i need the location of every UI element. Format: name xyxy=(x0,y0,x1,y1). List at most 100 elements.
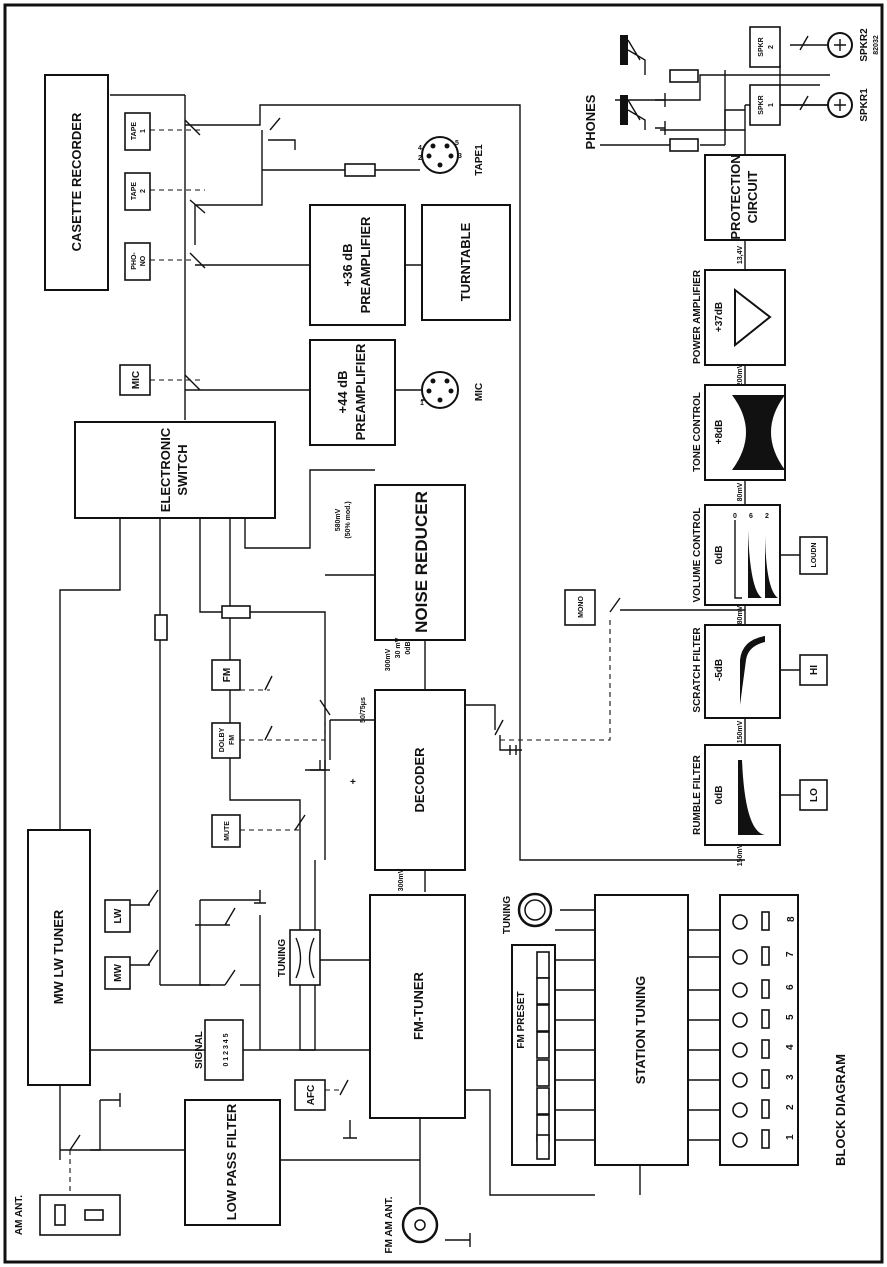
low-pass-filter-block xyxy=(184,1099,281,1226)
fm-preset-button[interactable] xyxy=(536,1134,550,1160)
tape2-switch-label-a: TAPE xyxy=(131,182,138,200)
lw-switch-label: LW xyxy=(113,908,124,924)
mic-switch-label: MIC xyxy=(131,371,142,389)
din-pin-2: 2 xyxy=(418,155,422,162)
afc-switch[interactable]: AFC xyxy=(294,1079,326,1111)
lo-switch[interactable]: LO xyxy=(799,779,828,811)
spkr1-switch-label-b: 1 xyxy=(768,103,775,107)
scratch-curve-icon xyxy=(740,636,765,705)
mw-lw-tuner-block xyxy=(27,829,91,1086)
scratch-filter-label: SCRATCH FILTER xyxy=(692,627,703,713)
fm-preset-button[interactable] xyxy=(536,951,550,979)
signal-meter xyxy=(204,1019,244,1081)
fm-switch[interactable]: FM xyxy=(211,659,241,691)
fm-tuner-block xyxy=(369,894,466,1119)
spkr1-label: SPKR1 xyxy=(859,88,870,122)
tuning-meter-icon xyxy=(295,937,315,979)
dolby-fm-switch[interactable]: DOLBY FM xyxy=(211,722,241,759)
turntable-label: TURNTABLE xyxy=(458,222,473,301)
fm-switch-label: FM xyxy=(222,668,233,682)
rumble-filter-label: RUMBLE FILTER xyxy=(692,754,703,835)
preset-knob[interactable] xyxy=(732,1012,748,1028)
preset-trimmer xyxy=(761,1009,770,1029)
tuning-knob-label: TUNING xyxy=(502,896,513,935)
loudness-switch[interactable]: LOUDN xyxy=(799,536,828,575)
din-pin-5: 5 xyxy=(455,140,459,147)
rumble-curve-icon xyxy=(738,760,765,835)
fm-preset-button[interactable] xyxy=(536,1059,550,1087)
decoder-label: DECODER xyxy=(412,747,427,813)
preset-knob[interactable] xyxy=(732,949,748,965)
lw-switch[interactable]: LW xyxy=(104,899,131,933)
amplifier-triangle-icon xyxy=(734,287,772,348)
station-tuning-block xyxy=(594,894,689,1166)
preset-knob[interactable] xyxy=(732,1102,748,1118)
speaker-output-icon xyxy=(827,32,853,118)
mw-switch[interactable]: MW xyxy=(104,956,131,990)
resistor-icon xyxy=(221,605,251,619)
preamp-36db-label: PREAMPLIFIER xyxy=(358,216,373,313)
fm-preset-buttons xyxy=(536,951,550,1160)
preset-knob[interactable] xyxy=(732,982,748,998)
mono-switch[interactable]: MONO xyxy=(564,589,596,626)
preamp-36db-block xyxy=(309,204,406,326)
rumble-filter-gain: 0dB xyxy=(714,786,725,805)
volume-curve xyxy=(765,535,778,598)
power-amplifier-label: POWER AMPLIFIER xyxy=(692,269,703,364)
tone-curve-icon xyxy=(732,395,785,470)
am-antenna-connector xyxy=(39,1194,121,1236)
scratch-filter-gain: -5dB xyxy=(714,659,725,681)
tape1-switch-label-b: 1 xyxy=(140,129,147,133)
turntable-block xyxy=(421,204,511,321)
noise-reducer-label: NOISE REDUCER xyxy=(412,491,431,633)
signal-scale: 0 1 2 3 4 5 xyxy=(223,1033,230,1066)
fm-preset-button[interactable] xyxy=(536,1031,550,1059)
din-pin-1: 1 xyxy=(420,400,424,407)
tuning-knob-icon[interactable] xyxy=(517,892,553,928)
preset-trimmer xyxy=(761,911,770,931)
tape2-switch[interactable]: TAPE 2 xyxy=(124,172,151,211)
preset-knob[interactable] xyxy=(732,914,748,930)
preset-number: 6 xyxy=(785,984,796,990)
lo-switch-label: LO xyxy=(809,788,820,802)
level-200mv: 200mV xyxy=(737,363,744,386)
low-pass-filter-label: LOW PASS FILTER xyxy=(224,1103,239,1220)
mic-switch[interactable]: MIC xyxy=(119,364,151,396)
afc-switch-label: AFC xyxy=(306,1085,317,1106)
fm-preset-button[interactable] xyxy=(536,1004,550,1032)
preset-number: 8 xyxy=(786,916,797,922)
dolby-switch-label-a: DOLBY xyxy=(219,727,226,752)
spkr1-switch-label-a: SPKR xyxy=(758,95,765,114)
level-13-4v: 13,4V xyxy=(737,246,744,265)
phono-switch[interactable]: PHO- NO xyxy=(124,242,151,281)
protection-circuit-block xyxy=(704,154,786,241)
preset-knob[interactable] xyxy=(732,1132,748,1148)
hi-switch[interactable]: HI xyxy=(799,654,828,686)
cassette-recorder-block xyxy=(44,74,109,291)
level-150mv-scratch: 150mV xyxy=(737,720,744,743)
electronic-switch-block xyxy=(74,421,276,519)
spkr2-switch[interactable]: SPKR 2 xyxy=(749,26,781,68)
preset-knob[interactable] xyxy=(732,1072,748,1088)
phones-jack-icon xyxy=(620,35,646,130)
tuning-meter-label: TUNING xyxy=(277,939,288,978)
preset-trimmer xyxy=(761,1129,770,1149)
level-80mv-volume: 80mV xyxy=(737,605,744,624)
tape1-switch-label-a: TAPE xyxy=(131,122,138,140)
volume-scale-2: 2 xyxy=(765,513,769,520)
fm-am-antenna-label: FM AM ANT. xyxy=(384,1196,395,1253)
dolby-switch-label-b: FM xyxy=(229,735,236,745)
tone-control-label: TONE CONTROL xyxy=(692,392,703,472)
tape1-switch[interactable]: TAPE 1 xyxy=(124,112,151,151)
fm-preset-button[interactable] xyxy=(536,977,550,1005)
mute-switch[interactable]: MUTE xyxy=(211,814,241,848)
preset-rows: 8 7 6 5 4 3 2 1 xyxy=(732,911,797,1149)
spkr1-switch[interactable]: SPKR 1 xyxy=(749,84,781,126)
mw-lw-tuner-label: MW LW TUNER xyxy=(51,909,66,1004)
phones-label: PHONES xyxy=(583,94,598,149)
preset-knob[interactable] xyxy=(732,1042,748,1058)
level-300mv: 300mV xyxy=(398,868,405,891)
preset-number: 5 xyxy=(785,1014,796,1020)
fm-preset-button[interactable] xyxy=(536,1087,550,1115)
